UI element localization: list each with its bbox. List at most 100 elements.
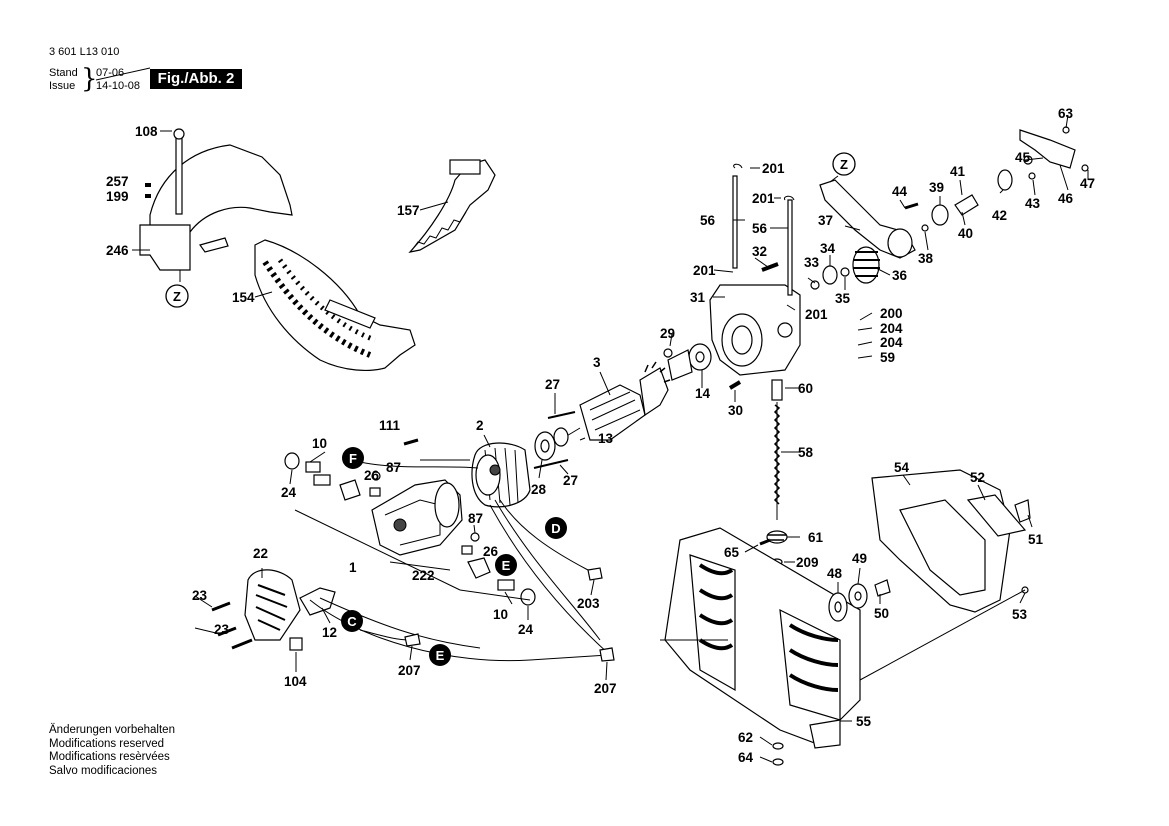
end-cover	[244, 569, 301, 641]
part-number: 64	[738, 750, 754, 765]
shaft-parts	[904, 126, 1089, 232]
lower-blade-guard	[254, 239, 416, 371]
part-number: 62	[738, 730, 753, 745]
callout-z-1: Z	[165, 284, 189, 308]
part-number: 10	[312, 436, 327, 451]
part-number: 257	[106, 174, 129, 189]
part-number: 3	[593, 355, 601, 370]
part-number: 43	[1025, 196, 1041, 211]
part-number: 59	[880, 350, 895, 365]
base	[664, 527, 861, 766]
part-number: 31	[690, 290, 706, 305]
part-number: 2	[476, 418, 484, 433]
part-number: 27	[545, 377, 560, 392]
part-number: 52	[970, 470, 985, 485]
part-number: 58	[798, 445, 814, 460]
part-number-labels: 108 257 199 246 157 154 201 201 56 56 20…	[106, 106, 1095, 765]
part-number: 10	[493, 607, 508, 622]
part-number: 22	[253, 546, 268, 561]
part-number: 65	[724, 545, 740, 560]
part-number: 154	[232, 290, 255, 305]
part-number: 29	[660, 326, 675, 341]
part-number: 104	[284, 674, 307, 689]
part-number: 27	[563, 473, 578, 488]
part-number: 204	[880, 335, 903, 350]
note-english: Modifications reserved	[49, 737, 165, 750]
part-number: 26	[364, 468, 380, 483]
brush-parts	[284, 452, 536, 606]
gear-parts	[663, 246, 880, 390]
part-number: 63	[1058, 106, 1074, 121]
part-number: 87	[468, 511, 483, 526]
part-number: 13	[598, 431, 614, 446]
part-number: 41	[950, 164, 966, 179]
motor-armature	[559, 361, 671, 441]
part-number: 40	[958, 226, 973, 241]
part-number: 56	[700, 213, 716, 228]
plate-52	[966, 494, 1027, 537]
part-number: 54	[894, 460, 910, 475]
part-number: 203	[577, 596, 600, 611]
callout-z-2: Z	[832, 152, 856, 176]
leader-lines	[132, 114, 1089, 763]
note-german: Änderungen vorbehalten	[49, 724, 175, 736]
wiring	[309, 461, 611, 662]
flanges	[828, 579, 1029, 622]
riving-knife	[408, 159, 496, 253]
part-number: 26	[483, 544, 499, 559]
callout-z-2-label: Z	[840, 157, 848, 172]
part-number: 222	[412, 568, 435, 583]
part-number: 34	[820, 241, 836, 256]
new-date: 14-10-08	[96, 80, 141, 92]
connector-c-label: C	[347, 614, 357, 629]
insert-plate	[871, 469, 1011, 613]
part-number: 60	[798, 381, 813, 396]
part-number: 44	[892, 184, 908, 199]
connector-f-label: F	[349, 451, 357, 466]
part-number: 157	[397, 203, 420, 218]
part-number: 55	[856, 714, 872, 729]
figure-label: Fig./Abb. 2	[150, 69, 242, 89]
connector-d-label: D	[551, 521, 560, 536]
part-number: 45	[1015, 150, 1031, 165]
old-date: 07-06	[96, 67, 125, 79]
part-number: 201	[752, 191, 775, 206]
part-number: 38	[918, 251, 934, 266]
part-number: 61	[808, 530, 824, 545]
brace-glyph: }	[81, 64, 98, 94]
part-number: 50	[874, 606, 889, 621]
gearbox-housing	[709, 284, 801, 376]
stand-label: Stand	[49, 67, 78, 79]
part-number: 23	[214, 622, 230, 637]
part-number: 246	[106, 243, 129, 258]
document-number: 3 601 L13 010	[49, 46, 120, 58]
arm-37	[819, 179, 916, 259]
part-number: 87	[386, 460, 401, 475]
lead-screw	[759, 379, 788, 566]
part-number: 24	[518, 622, 534, 637]
washer-28	[534, 427, 569, 461]
connector-f: F	[342, 447, 364, 469]
part-number: 108	[135, 124, 158, 139]
part-number: 24	[281, 485, 297, 500]
part-number: 30	[728, 403, 743, 418]
date-strikethrough	[95, 67, 151, 81]
part-number: 207	[594, 681, 617, 696]
part-number: 200	[880, 306, 903, 321]
part-number: 204	[880, 321, 903, 336]
wing-knob	[1014, 499, 1031, 523]
part-number: 23	[192, 588, 208, 603]
part-number: 49	[852, 551, 867, 566]
part-number: 39	[929, 180, 944, 195]
connector-e-1-label: E	[502, 558, 511, 573]
part-number: 1	[349, 560, 357, 575]
part-number: 28	[531, 482, 547, 497]
switch	[289, 587, 336, 651]
part-number: 56	[752, 221, 768, 236]
part-number: 12	[322, 625, 337, 640]
part-number: 201	[693, 263, 716, 278]
part-number: 42	[992, 208, 1007, 223]
connector-e-2: E	[429, 644, 451, 666]
part-number: 35	[835, 291, 851, 306]
